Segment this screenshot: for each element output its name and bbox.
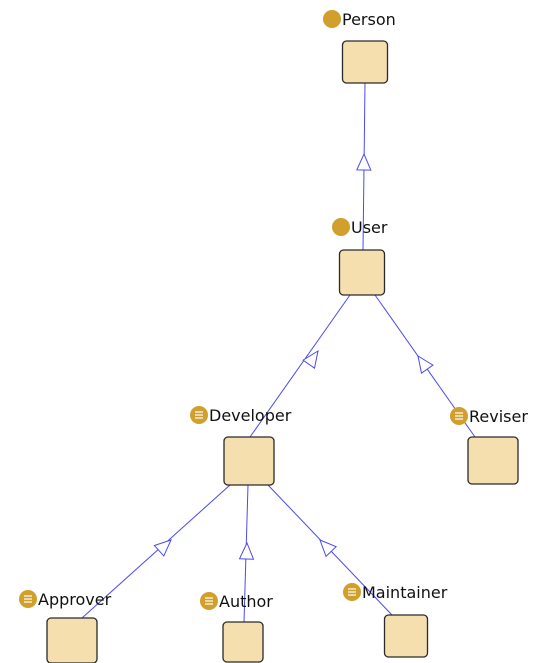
node-developer[interactable]: Developer bbox=[190, 406, 292, 486]
edge-author-to-developer bbox=[238, 484, 255, 623]
defined-class-icon bbox=[190, 406, 208, 424]
node-maintainer[interactable]: Maintainer bbox=[343, 583, 448, 658]
inheritance-arrow-icon bbox=[417, 354, 434, 374]
node-label: Author bbox=[219, 592, 273, 611]
edge-line bbox=[249, 294, 351, 438]
node-user[interactable]: User bbox=[332, 218, 388, 296]
edge-line bbox=[81, 484, 231, 619]
edge-developer-to-user bbox=[249, 294, 351, 438]
inheritance-arrow-icon bbox=[319, 539, 337, 558]
node-label: User bbox=[351, 218, 388, 237]
node-reviser[interactable]: Reviser bbox=[450, 407, 528, 485]
inheritance-arrow-icon bbox=[153, 539, 172, 557]
node-label: Approver bbox=[38, 590, 112, 609]
defined-class-icon bbox=[19, 590, 37, 608]
node-box[interactable] bbox=[383, 614, 429, 658]
defined-class-icon bbox=[450, 407, 468, 425]
node-box[interactable] bbox=[341, 40, 389, 84]
edges-layer bbox=[81, 82, 476, 623]
node-box[interactable] bbox=[223, 436, 275, 486]
inheritance-arrow-icon bbox=[356, 152, 372, 171]
inheritance-arrow-icon bbox=[302, 349, 319, 369]
edge-maintainer-to-developer bbox=[267, 484, 393, 616]
edge-approver-to-developer bbox=[81, 484, 231, 619]
node-label: Reviser bbox=[469, 407, 528, 426]
node-label: Person bbox=[342, 10, 396, 29]
node-label: Developer bbox=[209, 406, 292, 425]
class-icon bbox=[323, 10, 341, 28]
node-box[interactable] bbox=[46, 617, 98, 663]
node-box[interactable] bbox=[222, 621, 264, 663]
inheritance-arrow-icon bbox=[238, 541, 255, 560]
node-person[interactable]: Person bbox=[323, 10, 396, 84]
node-approver[interactable]: Approver bbox=[19, 590, 112, 663]
defined-class-icon bbox=[200, 592, 218, 610]
defined-class-icon bbox=[343, 583, 361, 601]
node-box[interactable] bbox=[467, 436, 519, 485]
node-author[interactable]: Author bbox=[200, 592, 273, 663]
node-label: Maintainer bbox=[362, 583, 448, 602]
node-box[interactable] bbox=[338, 249, 386, 296]
edge-user-to-person bbox=[356, 82, 372, 251]
class-icon bbox=[332, 218, 350, 236]
